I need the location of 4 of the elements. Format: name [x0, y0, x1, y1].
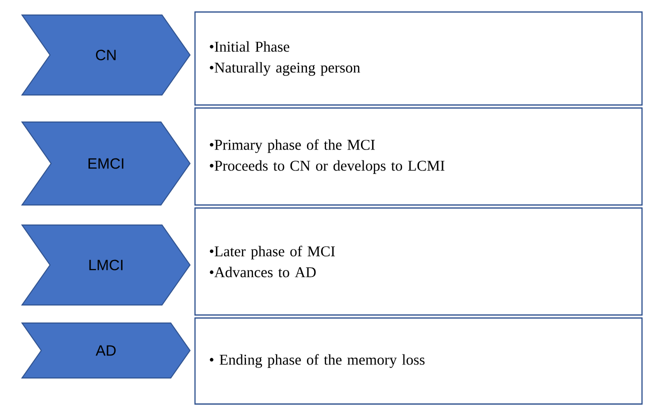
- text-box: •Primary phase of the MCI •Proceeds to CN or develops to LCMI: [194, 107, 643, 206]
- text-box: •Initial Phase •Naturally ageing person: [194, 11, 643, 106]
- text-box: • Ending phase of the memory loss: [194, 317, 643, 405]
- text-box: •Later phase of MCI •Advances to AD: [194, 207, 643, 316]
